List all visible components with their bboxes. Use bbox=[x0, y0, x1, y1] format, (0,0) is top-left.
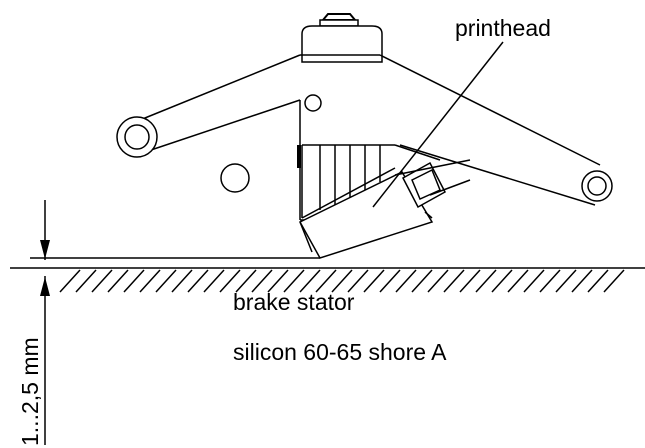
center-hole bbox=[220, 163, 250, 193]
gap-dimension bbox=[30, 200, 320, 445]
printhead-label: printhead bbox=[455, 15, 551, 41]
small-hole bbox=[304, 94, 322, 112]
printhead-leader-line bbox=[372, 41, 504, 208]
right-pivot bbox=[581, 170, 613, 202]
material-label: silicon 60-65 shore A bbox=[233, 339, 447, 365]
printhead-body bbox=[298, 159, 471, 259]
gap-dimension-label: 1...2,5 mm bbox=[17, 337, 43, 446]
stator-surface bbox=[10, 267, 645, 293]
spring-block bbox=[301, 144, 441, 219]
lever-arm bbox=[139, 54, 601, 206]
brake-stator-label: brake stator bbox=[233, 289, 355, 315]
vertical-plate bbox=[297, 100, 320, 221]
top-mount bbox=[301, 13, 383, 63]
left-pivot bbox=[116, 116, 158, 158]
